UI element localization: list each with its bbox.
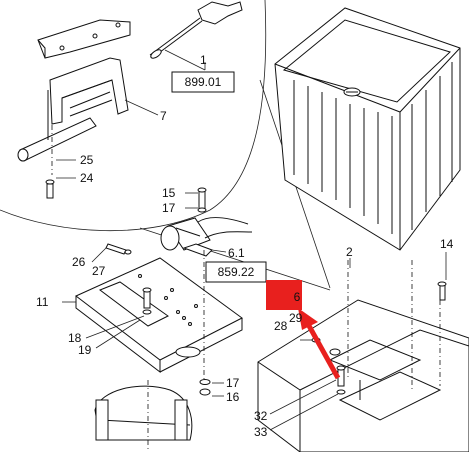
callout-17-upper: 17 (162, 201, 176, 215)
callout-15: 15 (162, 186, 176, 200)
ref-box-859-label: 859.22 (218, 265, 255, 279)
leader-lines (56, 49, 447, 431)
callout-1: 1 (200, 53, 207, 67)
ref-box-859 (205, 261, 267, 283)
cable-harness-drawing (149, 1, 243, 59)
ref-box-899-label: 899.01 (185, 75, 222, 89)
callout-19: 19 (78, 343, 92, 357)
callout-16: 16 (226, 390, 240, 404)
callout-33: 33 (254, 425, 268, 439)
callout-7: 7 (160, 109, 167, 123)
callout-28: 28 (274, 319, 288, 333)
callout-29: 29 (289, 311, 303, 325)
callout-6-1: 6.1 (228, 246, 245, 260)
storage-box-drawing (274, 7, 461, 251)
frame-drawing (257, 260, 469, 452)
callout-18: 18 (68, 331, 82, 345)
highlight-box-part-6-label: 6 (294, 290, 301, 304)
callout-27: 27 (92, 264, 106, 278)
bolt-15-drawing (197, 187, 207, 213)
bolt-32-drawing (336, 365, 346, 395)
callout-17-lower: 17 (226, 376, 240, 390)
holder-drawing (17, 57, 129, 175)
bolt-14-drawing (437, 281, 447, 301)
lower-assembly-drawing (94, 380, 193, 452)
ref-box-899 (171, 71, 235, 93)
bolt-24-drawing (45, 179, 55, 199)
detail-circle-outline (0, 0, 267, 232)
callout-24: 24 (80, 171, 94, 185)
highlight-box-part-6[interactable] (266, 280, 302, 310)
motor-drawing (160, 217, 253, 257)
base-plate-drawing (75, 250, 243, 380)
callout-25: 25 (80, 153, 94, 167)
callout-26: 26 (72, 255, 86, 269)
callout-11: 11 (36, 295, 49, 309)
red-arrow (298, 308, 341, 380)
callout-2: 2 (346, 245, 353, 259)
mounting-bracket-drawing (37, 19, 131, 59)
callout-14: 14 (440, 237, 454, 251)
bolt-18-drawing (142, 287, 152, 315)
screw-26-drawing (105, 243, 132, 255)
callout-32: 32 (254, 409, 268, 423)
nut-16-drawing (199, 379, 211, 396)
